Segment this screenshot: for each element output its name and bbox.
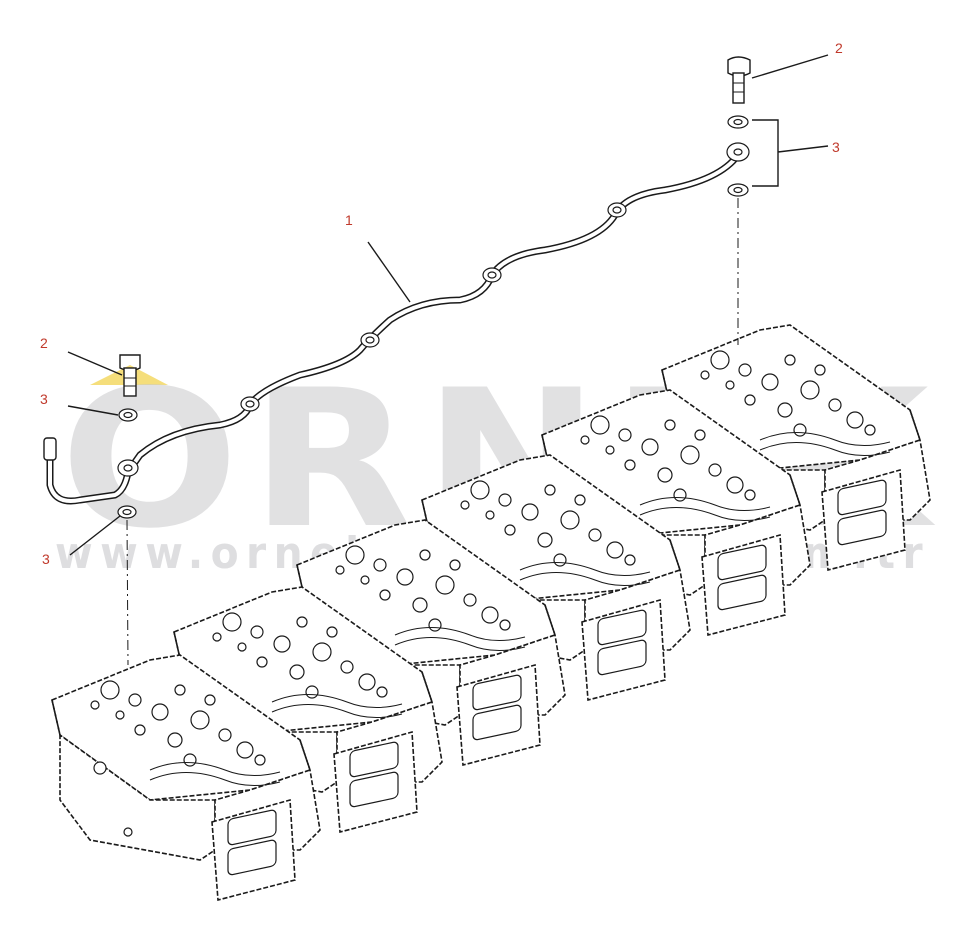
washer-right-lower	[727, 183, 749, 197]
banjo-fitting	[482, 267, 502, 283]
callout-3-left-lower: 3	[42, 551, 50, 567]
banjo-fitting	[240, 396, 260, 412]
banjo-bolt-left	[119, 354, 141, 397]
cylinder-head-6	[51, 654, 321, 902]
washer-left-upper	[118, 408, 138, 422]
callout-2-right: 2	[835, 40, 843, 56]
banjo-fitting	[360, 332, 380, 348]
callout-1: 1	[345, 212, 353, 228]
axis-line-left	[126, 519, 129, 666]
banjo-bolt-right	[727, 56, 751, 104]
callout-bracket	[752, 119, 829, 187]
cylinder-heads	[51, 324, 931, 902]
callout-2-left: 2	[40, 335, 48, 351]
banjo-fitting	[726, 142, 750, 162]
leader-lines	[67, 54, 829, 556]
banjo-fitting	[607, 202, 627, 218]
washer-left-lower	[117, 505, 137, 519]
banjo-fitting	[117, 459, 139, 477]
fuel-pipe	[43, 142, 750, 505]
callout-3-left-upper: 3	[40, 391, 48, 407]
pipe-end-cap	[43, 437, 57, 461]
callout-3-right: 3	[832, 139, 840, 155]
washer-right-upper	[727, 115, 749, 129]
